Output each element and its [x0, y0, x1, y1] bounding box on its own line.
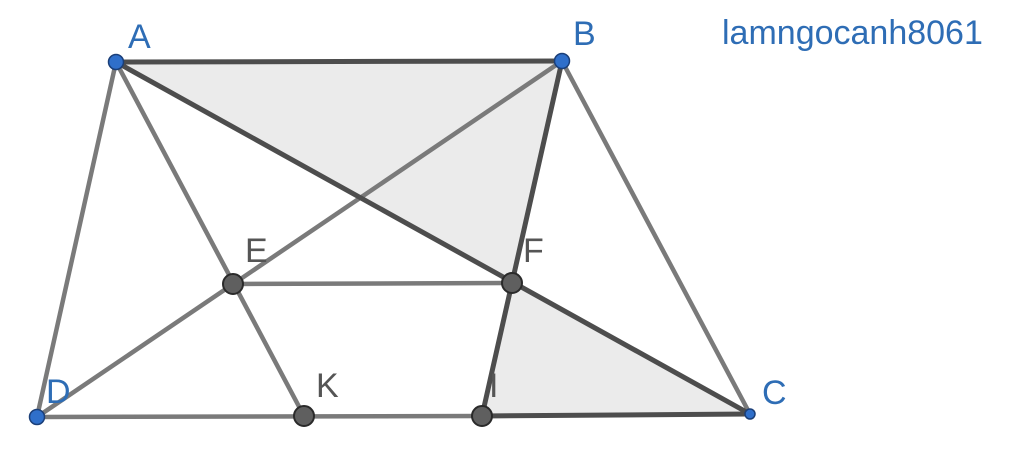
point-f — [501, 272, 523, 294]
points — [28, 52, 756, 427]
point-d — [28, 408, 46, 426]
point-e — [222, 273, 244, 295]
label-c: C — [762, 374, 787, 412]
segment-bd — [34, 58, 565, 420]
segment-ab — [113, 58, 565, 65]
segment-ak — [113, 59, 307, 419]
shaded-triangle-abf — [116, 61, 562, 283]
label-b: B — [573, 15, 596, 53]
segment-di — [34, 413, 485, 420]
shaded-triangle-fic — [482, 283, 750, 416]
label-e: E — [245, 232, 268, 270]
segment-ef — [230, 280, 515, 287]
point-c — [744, 408, 756, 420]
point-labels: A B C D E F K I — [46, 15, 787, 412]
watermark-text: lamngocanh8061 — [722, 14, 983, 52]
segments — [34, 58, 753, 420]
segment-ic — [479, 411, 753, 419]
segment-bc — [559, 58, 753, 417]
label-f: F — [523, 232, 544, 270]
segment-ad — [34, 59, 119, 420]
point-i — [471, 405, 493, 427]
point-b — [553, 52, 571, 70]
label-a: A — [128, 18, 151, 56]
label-i: I — [489, 367, 498, 405]
point-k — [293, 405, 315, 427]
segment-ac — [113, 59, 753, 417]
label-d: D — [46, 373, 71, 411]
point-a — [107, 53, 125, 71]
segment-bi — [479, 58, 565, 419]
shaded-regions — [116, 61, 750, 416]
label-k: K — [316, 367, 339, 405]
